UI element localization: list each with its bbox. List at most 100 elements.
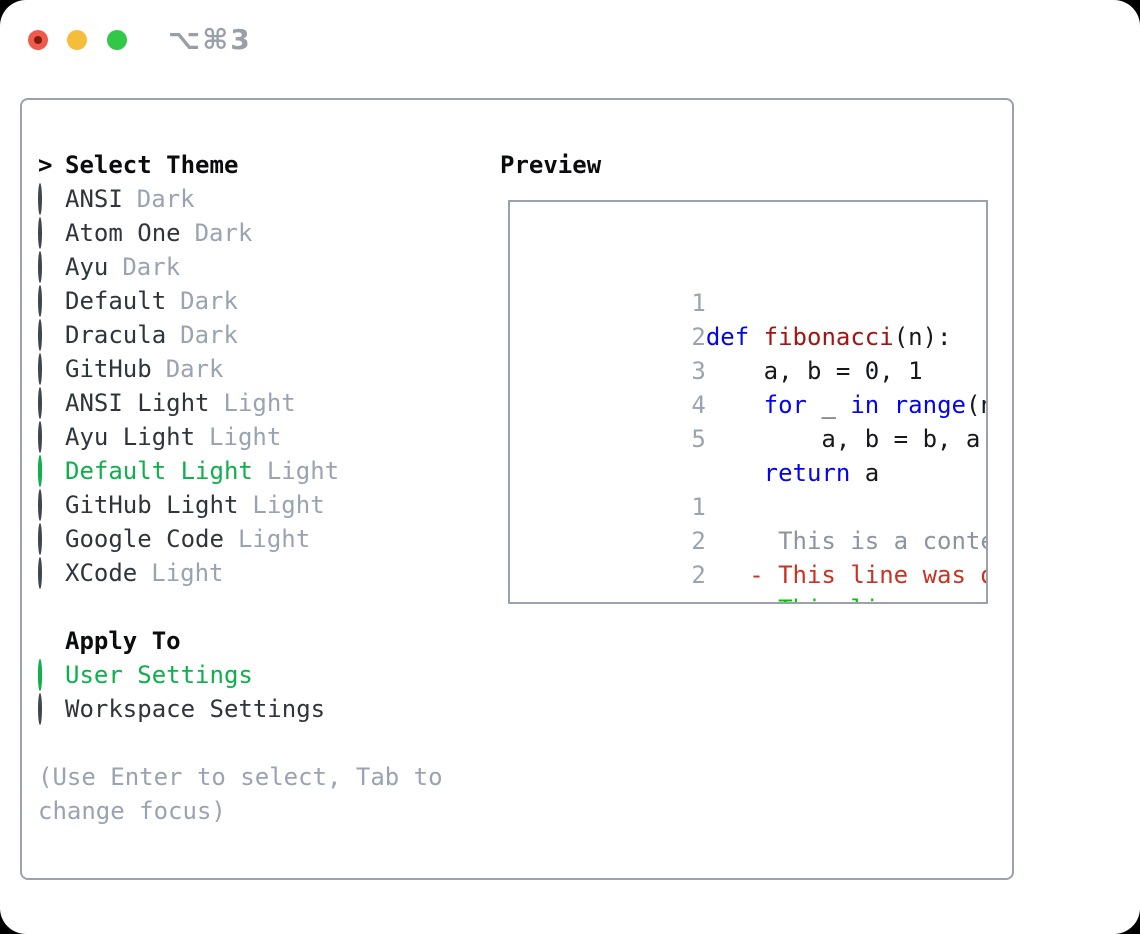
code-token: in <box>850 391 880 419</box>
code-token: a <box>850 459 880 487</box>
code-token: This is a context line. <box>778 527 986 555</box>
theme-option[interactable]: Dracula Dark <box>38 318 478 352</box>
spacer <box>38 590 478 624</box>
theme-variant-tag: Light <box>266 457 340 485</box>
theme-variant-tag: Dark <box>136 185 195 213</box>
code-line: 3 for _ in range(n): <box>518 320 986 419</box>
code-token: (n): <box>965 391 986 419</box>
radio-icon <box>38 285 42 317</box>
code-line: 1 This is a context line. <box>518 456 986 555</box>
code-line: 1 def fibonacci(n): <box>518 252 986 351</box>
theme-variant-tag: Light <box>252 491 325 519</box>
apply-to-title: Apply To <box>65 627 181 655</box>
radio-icon <box>38 217 42 249</box>
code-token: - This line was deleted. <box>749 561 986 589</box>
window-title-shortcut: ⌥⌘3 <box>168 23 252 56</box>
radio-icon <box>38 557 42 589</box>
code-token <box>691 459 763 487</box>
code-line: 4 a, b = b, a + b <box>518 354 986 453</box>
code-token: def <box>705 323 750 351</box>
select-theme-title: Select Theme <box>65 151 239 179</box>
theme-name: Ayu Light <box>65 423 196 451</box>
hint-text-line-1: (Use Enter to select, Tab to <box>38 763 443 791</box>
spacer <box>38 726 478 760</box>
line-number: 2 <box>691 527 706 555</box>
theme-option[interactable]: Ayu Light Light <box>38 420 478 454</box>
theme-name: XCode <box>65 559 138 587</box>
theme-list-column: > Select Theme ANSI Dark Atom One Dark A <box>38 148 478 828</box>
radio-icon <box>38 523 42 555</box>
radio-icon <box>38 319 42 351</box>
theme-option[interactable]: Google Code Light <box>38 522 478 556</box>
theme-options-list: ANSI Dark Atom One Dark Ayu Dark Default… <box>38 182 478 590</box>
theme-option[interactable]: Ayu Dark <box>38 250 478 284</box>
theme-variant-tag: Light <box>223 389 296 417</box>
code-token: return <box>763 459 851 487</box>
radio-icon <box>38 693 42 725</box>
code-token: a, b = 0, 1 <box>691 357 923 385</box>
theme-option[interactable]: XCode Light <box>38 556 478 590</box>
zoom-button[interactable] <box>107 30 127 50</box>
line-number: 2 <box>691 323 706 351</box>
theme-variant-tag: Dark <box>180 321 238 349</box>
radio-icon <box>38 353 42 385</box>
code-token: + This line was added. <box>691 595 986 602</box>
code-line: 2 + This line was added. <box>518 524 986 602</box>
line-tokens: + This line was added. <box>691 595 986 602</box>
theme-option[interactable]: Atom One Dark <box>38 216 478 250</box>
theme-name: Ayu <box>65 253 109 281</box>
close-dot-icon <box>34 36 42 44</box>
radio-icon <box>38 387 42 419</box>
radio-icon <box>38 421 42 453</box>
code-token: (n): <box>893 323 952 351</box>
code-token: for <box>763 391 807 419</box>
apply-to-option[interactable]: User Settings <box>38 658 478 692</box>
code-token: fibonacci <box>763 323 894 351</box>
preview-title: Preview <box>500 151 602 179</box>
code-token: a, b = b, a + b <box>821 425 981 453</box>
apply-to-option[interactable]: Workspace Settings <box>38 692 478 726</box>
code-line: 2 - This line was deleted. <box>518 490 986 589</box>
theme-option[interactable]: ANSI Dark <box>38 182 478 216</box>
line-number: 3 <box>691 357 706 385</box>
theme-variant-tag: Dark <box>122 253 181 281</box>
theme-variant-tag: Light <box>237 525 311 553</box>
code-line: 2 a, b = 0, 1 <box>518 286 986 385</box>
apply-target-name: Workspace Settings <box>65 695 326 723</box>
theme-option[interactable]: Default Light Light <box>38 454 478 488</box>
radio-icon <box>38 659 42 691</box>
apply-target-name: User Settings <box>65 661 253 689</box>
minimize-button[interactable] <box>67 30 87 50</box>
line-tokens: a, b = 0, 1 <box>691 357 923 385</box>
theme-variant-tag: Dark <box>180 287 238 315</box>
theme-name: GitHub <box>65 355 152 383</box>
theme-option[interactable]: GitHub Dark <box>38 352 478 386</box>
line-tokens: a, b = b, a + b <box>691 425 986 453</box>
theme-option[interactable]: ANSI Light Light <box>38 386 478 420</box>
theme-picker-panel: > Select Theme ANSI Dark Atom One Dark A <box>20 98 1014 880</box>
theme-name: Google Code <box>65 525 224 553</box>
theme-variant-tag: Light <box>209 423 282 451</box>
line-tokens: for _ in range(n): <box>691 391 986 419</box>
line-number: 2 <box>691 561 706 589</box>
theme-name: ANSI <box>65 185 123 213</box>
preview-code-box: 1 def fibonacci(n): 2 a, b = 0, 1 3 for … <box>508 200 988 604</box>
theme-option[interactable]: GitHub Light Light <box>38 488 478 522</box>
hint-text-line-2: change focus) <box>38 797 226 825</box>
theme-name: Dracula <box>65 321 167 349</box>
line-tokens: def fibonacci(n): <box>691 323 952 351</box>
close-button[interactable] <box>28 30 48 50</box>
theme-variant-tag: Dark <box>194 219 253 247</box>
line-number: 5 <box>691 425 706 453</box>
theme-variant-tag: Dark <box>165 355 224 383</box>
theme-option[interactable]: Default Dark <box>38 284 478 318</box>
theme-name: Default <box>65 287 167 315</box>
theme-variant-tag: Light <box>151 559 224 587</box>
theme-name: Atom One <box>65 219 181 247</box>
code-token <box>879 391 893 419</box>
radio-icon <box>38 183 42 215</box>
apply-to-header: Apply To <box>38 624 478 658</box>
focus-caret-icon: > <box>38 151 53 179</box>
line-tokens: This is a context line. <box>691 527 986 555</box>
